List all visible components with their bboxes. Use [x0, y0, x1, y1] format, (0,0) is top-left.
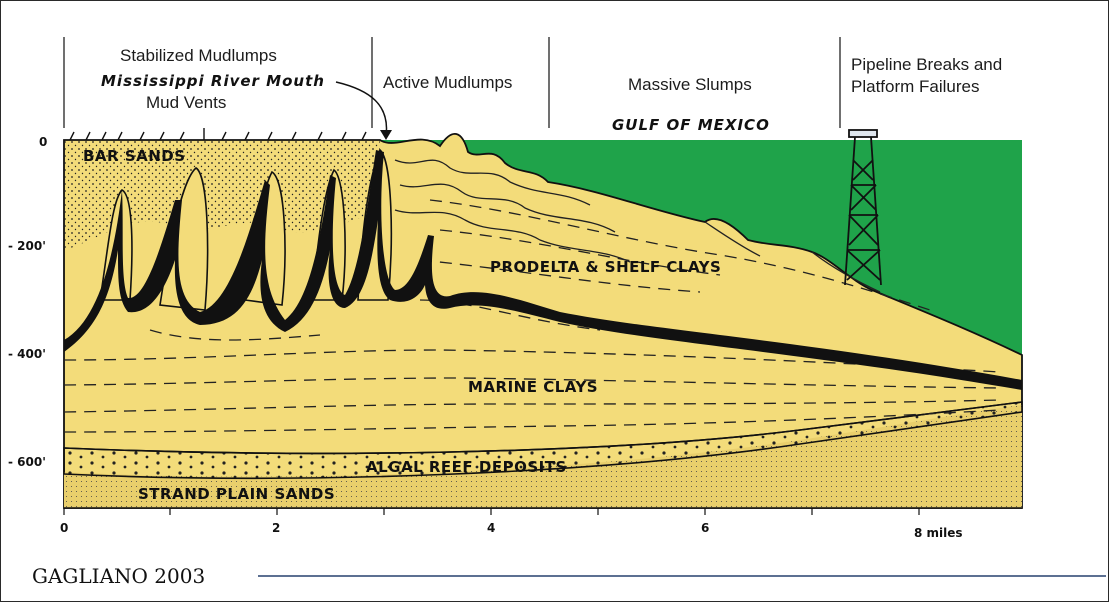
mud-vent-marks	[70, 128, 366, 140]
marine-clays-label: MARINE CLAYS	[468, 378, 598, 396]
depth-tick-200: - 200'	[8, 239, 46, 253]
zone-label-pipeline-1: Pipeline Breaks and	[851, 55, 1002, 74]
mud-vents-label: Mud Vents	[146, 93, 226, 112]
gulf-label: GULF OF MEXICO	[612, 116, 770, 134]
zone-label-pipeline-2: Platform Failures	[851, 77, 979, 96]
distance-axis-ticks	[64, 508, 919, 515]
river-mouth-label: Mississippi River Mouth	[101, 72, 325, 90]
algal-reef-label: ALGAL REEF DEPOSITS	[366, 458, 567, 476]
distance-tick-6: 6	[701, 521, 709, 535]
distance-tick-8: 8 miles	[914, 526, 963, 540]
depth-tick-600: - 600'	[8, 455, 46, 469]
depth-tick-400: - 400'	[8, 347, 46, 361]
depth-tick-0: 0	[39, 135, 47, 149]
distance-tick-2: 2	[272, 521, 280, 535]
prodelta-label: PRODELTA & SHELF CLAYS	[490, 258, 721, 276]
distance-tick-0: 0	[60, 521, 68, 535]
zone-label-stabilized: Stabilized Mudlumps	[120, 46, 277, 65]
distance-tick-4: 4	[487, 521, 495, 535]
bar-sands-label: BAR SANDS	[83, 147, 186, 165]
arrow-head-icon	[380, 130, 392, 140]
river-mouth-arrow	[336, 82, 387, 136]
source-credit: GAGLIANO 2003	[32, 564, 205, 588]
zone-label-active: Active Mudlumps	[383, 73, 512, 92]
strand-plain-label: STRAND PLAIN SANDS	[138, 485, 335, 503]
zone-label-slumps: Massive Slumps	[628, 75, 752, 94]
